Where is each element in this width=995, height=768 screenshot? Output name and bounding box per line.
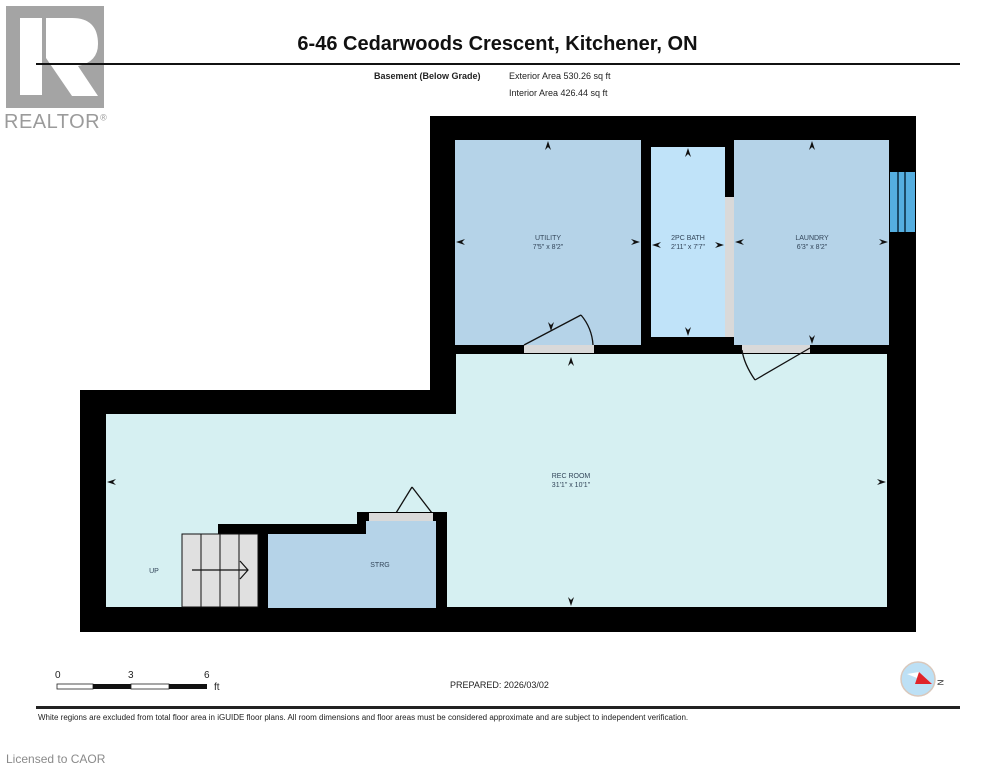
footer-divider bbox=[36, 706, 960, 709]
realtor-logo-text: REALTOR® bbox=[4, 111, 108, 133]
scale-tick-3: 3 bbox=[128, 670, 134, 681]
stairs-up-label: UP bbox=[149, 568, 159, 575]
room-label-rec-room: REC ROOM bbox=[552, 473, 591, 480]
scale-unit: ft bbox=[214, 682, 220, 693]
room-dims-utility: 7'5" x 8'2" bbox=[533, 244, 564, 251]
room-utility bbox=[455, 140, 641, 345]
room-dims-laundry: 6'3" x 8'2" bbox=[797, 244, 828, 251]
exterior-area: Exterior Area 530.26 sq ft bbox=[509, 71, 611, 81]
compass-icon bbox=[900, 661, 936, 697]
room-laundry bbox=[734, 140, 889, 345]
scale-tick-0: 0 bbox=[55, 670, 61, 681]
room-dims-2pc-bath: 2'11" x 7'7" bbox=[671, 244, 705, 251]
realtor-logo-r-stem bbox=[20, 18, 42, 95]
realtor-logo-r-icon bbox=[46, 18, 98, 96]
room-dims-rec-room: 31'1" x 10'1" bbox=[552, 482, 591, 489]
bath-door-opening bbox=[725, 197, 734, 337]
laundry-door-opening bbox=[742, 345, 810, 353]
stairs bbox=[181, 533, 259, 608]
room-label-2pc-bath: 2PC BATH bbox=[671, 235, 705, 242]
dimension-arrows bbox=[107, 141, 888, 606]
room-label-storage: STRG bbox=[370, 562, 389, 569]
window bbox=[890, 172, 915, 232]
room-label-laundry: LAUNDRY bbox=[795, 235, 829, 242]
floor-label: Basement (Below Grade) bbox=[374, 71, 481, 81]
compass-north-label: N bbox=[935, 679, 945, 686]
utility-door-opening bbox=[524, 345, 594, 353]
room-label-utility: UTILITY bbox=[535, 235, 561, 242]
room-2pc-bath bbox=[651, 147, 725, 337]
header-divider bbox=[36, 63, 960, 65]
interior-area: Interior Area 426.44 sq ft bbox=[509, 88, 608, 98]
scale-tick-6: 6 bbox=[204, 670, 210, 681]
scale-bar bbox=[56, 683, 207, 690]
licensed-text: Licensed to CAOR bbox=[6, 752, 106, 766]
door-swings bbox=[395, 314, 811, 514]
prepared-date: PREPARED: 2026/03/02 bbox=[450, 680, 549, 690]
disclaimer-text: White regions are excluded from total fl… bbox=[38, 713, 689, 722]
page-title: 6-46 Cedarwoods Crescent, Kitchener, ON bbox=[297, 33, 698, 55]
